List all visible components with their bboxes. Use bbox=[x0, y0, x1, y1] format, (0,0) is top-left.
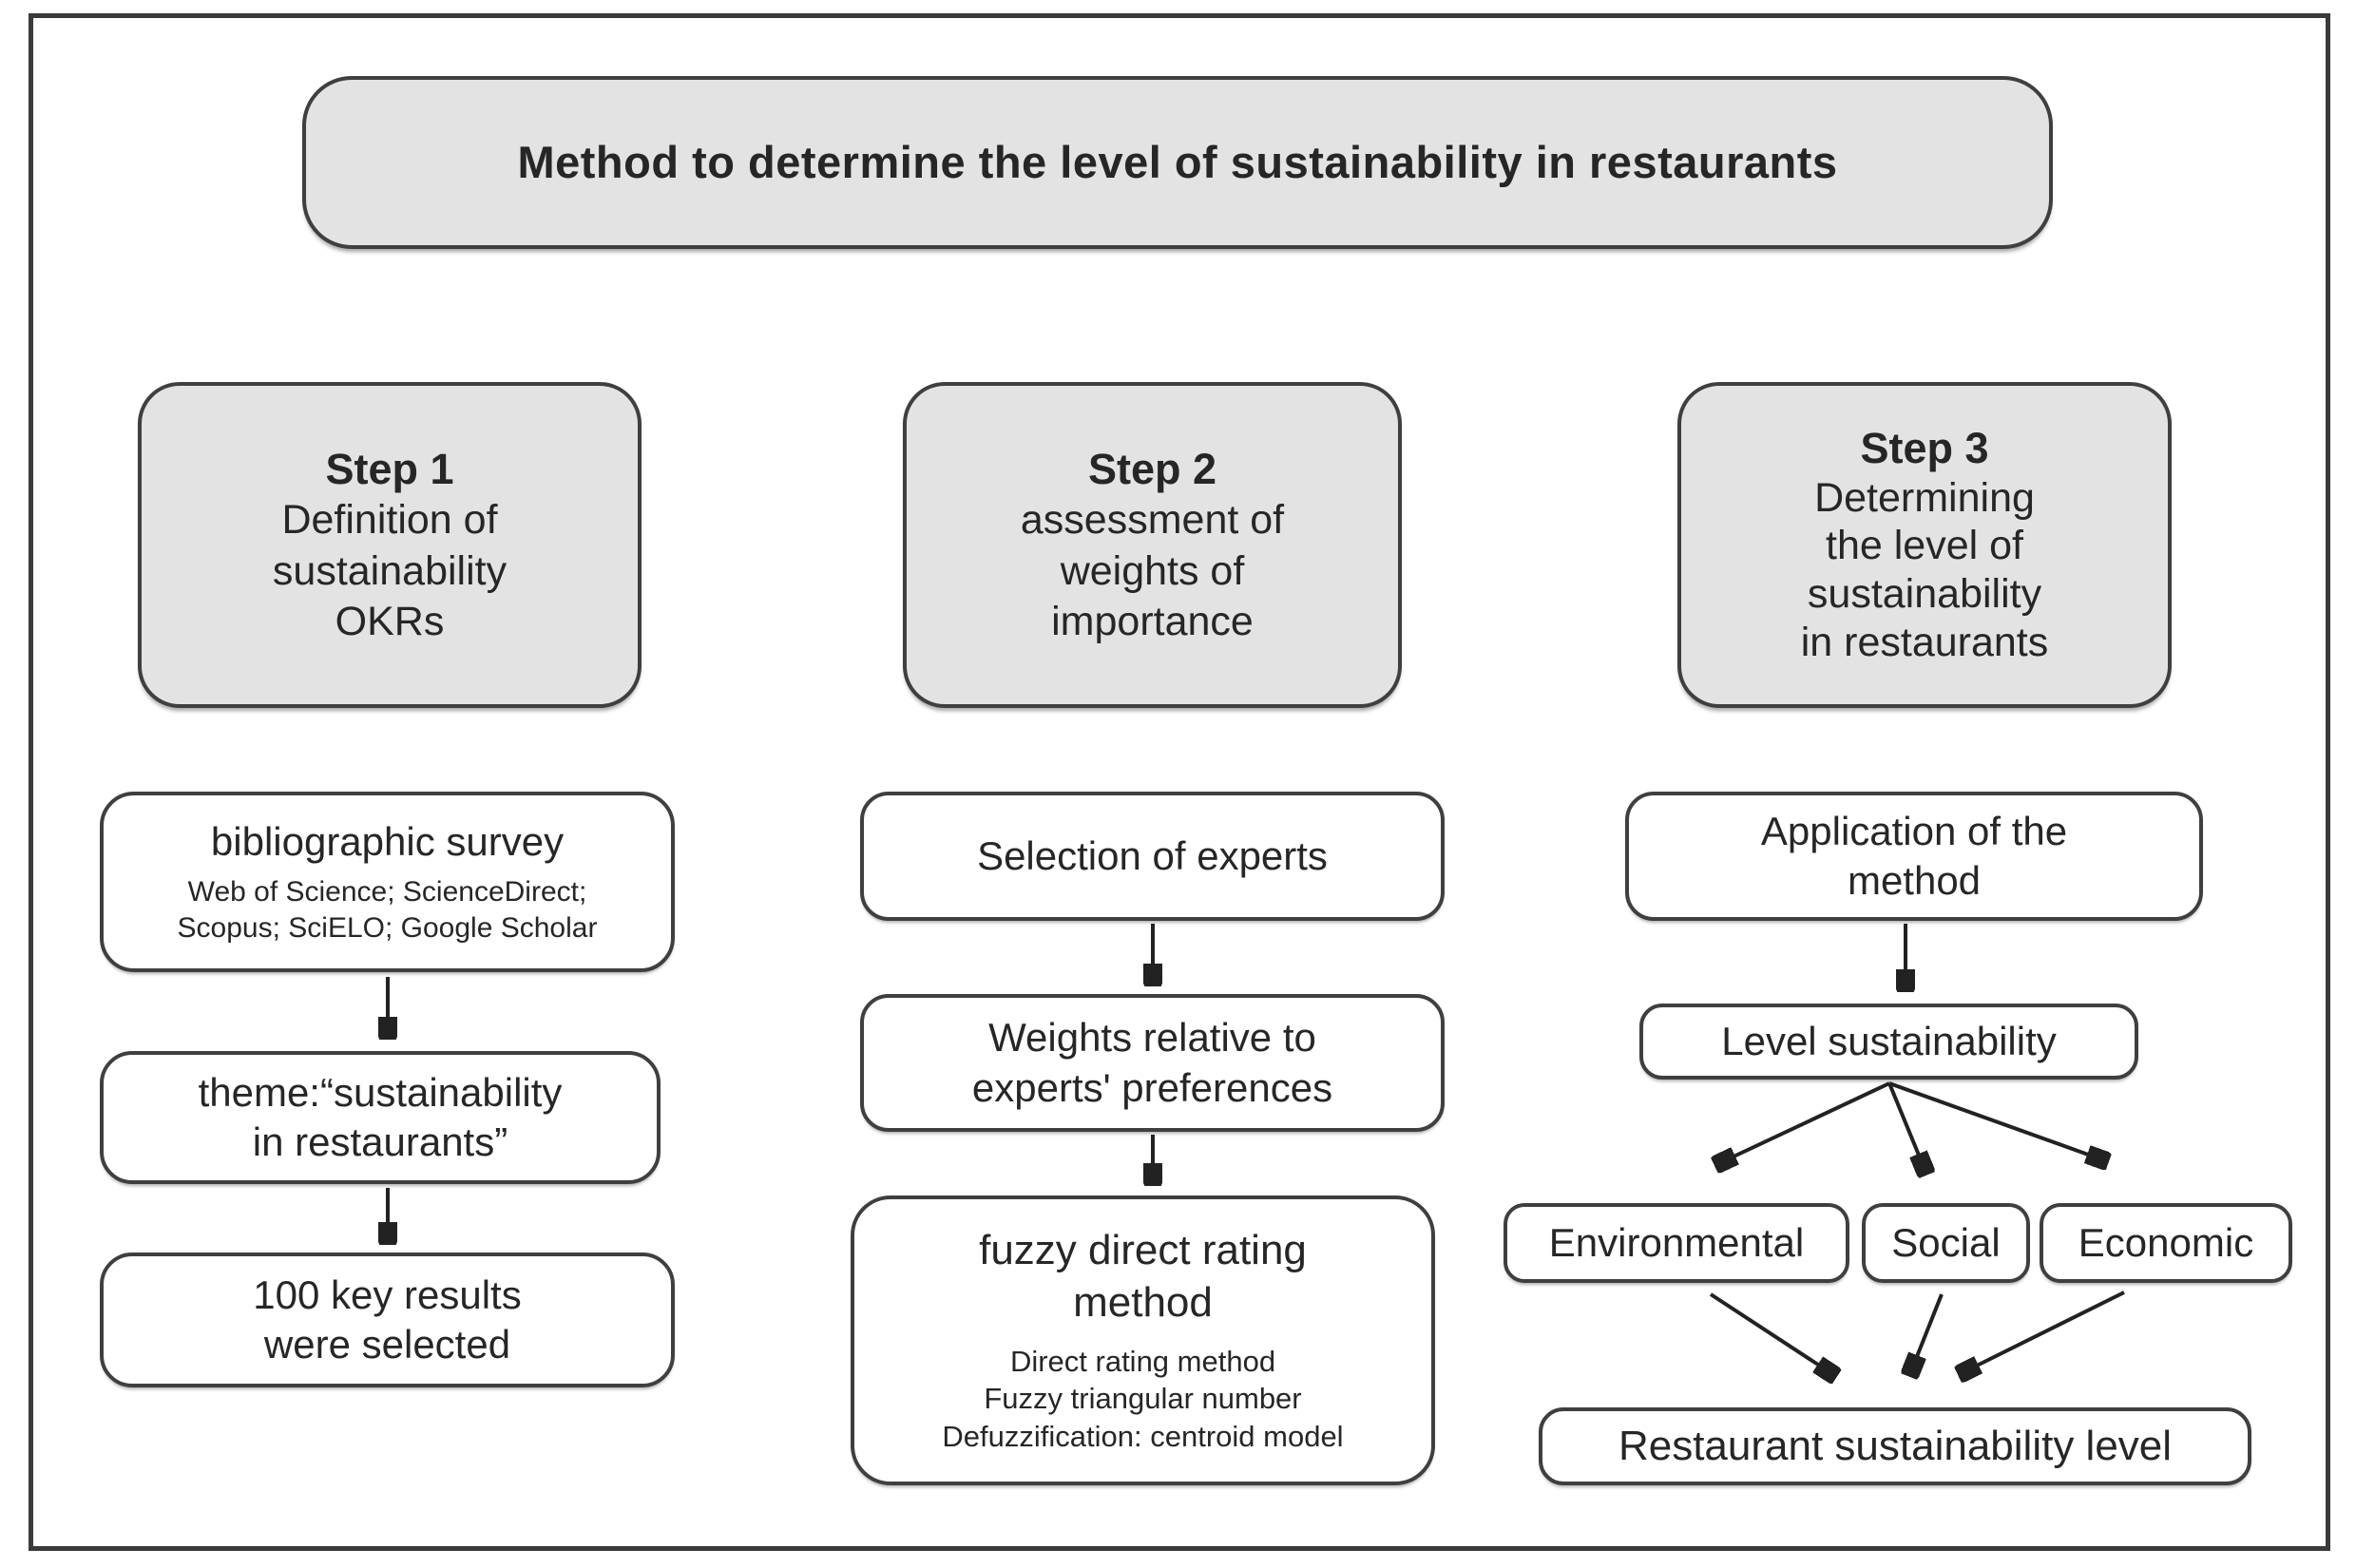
economic-box: Economic bbox=[2040, 1203, 2292, 1283]
selection-of-experts-box: Selection of experts bbox=[860, 792, 1445, 921]
application-of-method-box: Application of the method bbox=[1625, 792, 2203, 921]
application-of-method-label: Application of the method bbox=[1760, 808, 2068, 903]
economic-label: Economic bbox=[2078, 1219, 2254, 1265]
step-2-heading: Step 2 bbox=[1087, 444, 1217, 493]
step-1-body: Definition of sustainability OKRs bbox=[272, 497, 508, 645]
environmental-label: Environmental bbox=[1548, 1219, 1805, 1265]
bibliographic-survey-sources: Web of Science; ScienceDirect; Scopus; S… bbox=[177, 875, 598, 945]
level-sustainability-label: Level sustainability bbox=[1721, 1018, 2057, 1063]
fuzzy-direct-rating-details: Direct rating method Fuzzy triangular nu… bbox=[942, 1344, 1344, 1453]
fuzzy-direct-rating-title: fuzzy direct rating method bbox=[979, 1227, 1307, 1326]
weights-preferences-box: Weights relative to experts' preferences bbox=[860, 994, 1445, 1132]
weights-preferences-label: Weights relative to experts' preferences bbox=[971, 1015, 1333, 1110]
step-3-box: Step 3 Determining the level of sustaina… bbox=[1677, 382, 2172, 708]
step-1-box: Step 1 Definition of sustainability OKRs bbox=[138, 382, 642, 708]
key-results-label: 100 key results were selected bbox=[253, 1272, 522, 1367]
title-text: Method to determine the level of sustain… bbox=[517, 136, 1838, 187]
key-results-box: 100 key results were selected bbox=[100, 1252, 675, 1387]
social-label: Social bbox=[1891, 1219, 2001, 1265]
title-banner: Method to determine the level of sustain… bbox=[302, 76, 2053, 249]
restaurant-sustainability-level-label: Restaurant sustainability level bbox=[1618, 1422, 2173, 1469]
step-1-heading: Step 1 bbox=[325, 444, 454, 493]
bibliographic-survey-box: bibliographic survey Web of Science; Sci… bbox=[100, 792, 675, 972]
step-3-heading: Step 3 bbox=[1860, 424, 1989, 473]
step-2-box: Step 2 assessment of weights of importan… bbox=[903, 382, 1402, 708]
step-3-body: Determining the level of sustainability … bbox=[1800, 474, 2049, 665]
restaurant-sustainability-level-box: Restaurant sustainability level bbox=[1539, 1407, 2251, 1485]
bibliographic-survey-title: bibliographic survey bbox=[210, 818, 565, 864]
selection-of-experts-label: Selection of experts bbox=[977, 832, 1328, 878]
theme-box: theme:“sustainability in restaurants” bbox=[100, 1051, 661, 1184]
social-box: Social bbox=[1862, 1203, 2030, 1283]
step-2-body: assessment of weights of importance bbox=[1020, 497, 1285, 645]
theme-label: theme:“sustainability in restaurants” bbox=[198, 1069, 563, 1164]
environmental-box: Environmental bbox=[1504, 1203, 1849, 1283]
fuzzy-direct-rating-box: fuzzy direct rating method Direct rating… bbox=[851, 1195, 1435, 1485]
level-sustainability-box: Level sustainability bbox=[1639, 1004, 2138, 1080]
